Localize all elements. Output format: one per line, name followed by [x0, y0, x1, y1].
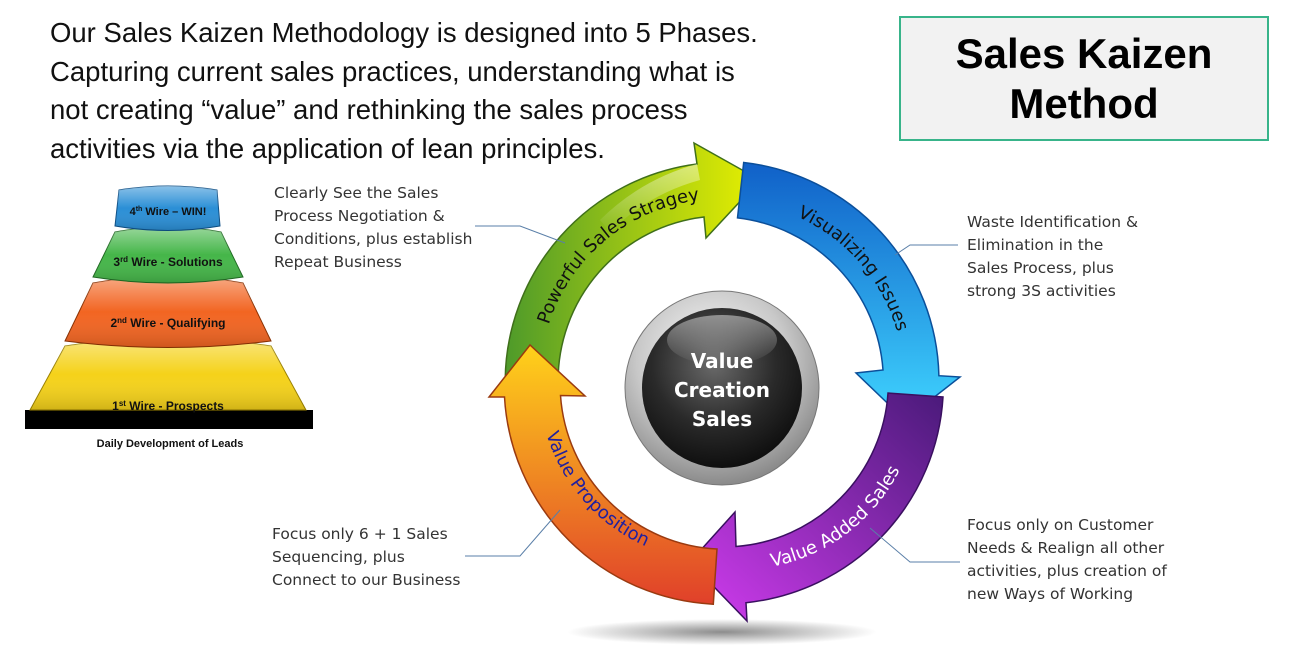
title-line: Sales Kaizen: [955, 29, 1213, 77]
intro-line: Our Sales Kaizen Methodology is designed…: [50, 17, 758, 48]
intro-line: Capturing current sales practices, under…: [50, 55, 735, 87]
title-box: Sales Kaizen Method: [899, 16, 1269, 141]
note-bottom-left: Focus only 6 + 1 Sales Sequencing, plus …: [272, 523, 460, 592]
funnel-tier-1-label: 1st Wire - Prospects: [112, 399, 224, 413]
note-line: Sequencing, plus: [272, 548, 405, 566]
leader-line-top-right: [894, 244, 958, 256]
note-line: activities, plus creation of: [967, 562, 1167, 580]
note-top-left: Clearly See the Sales Process Negotiatio…: [274, 182, 472, 274]
intro-text: Our Sales Kaizen Methodology is designed…: [50, 14, 900, 168]
funnel-tier-3-shine: [93, 227, 243, 283]
note-top-right: Waste Identification & Elimination in th…: [967, 211, 1138, 303]
hub-text-line: Sales: [692, 407, 752, 431]
note-line: Needs & Realign all other: [967, 539, 1165, 557]
note-line: Process Negotiation &: [274, 207, 445, 225]
hub-text-line: Creation: [674, 378, 770, 402]
leader-line-top-left: [475, 225, 566, 244]
phase-arrow-visualizing-issues: [736, 161, 963, 421]
hub-shine: [667, 315, 777, 365]
note-line: strong 3S activities: [967, 282, 1116, 300]
note-line: Clearly See the Sales: [274, 184, 439, 202]
funnel-tier-4-label: 4th Wire – WIN!: [130, 206, 207, 218]
phase-cycle: [487, 141, 963, 623]
intro-line: not creating “value” and rethinking the …: [50, 94, 688, 125]
phase-arrow-value-added-sales: [688, 392, 944, 623]
note-bottom-right: Focus only on Customer Needs & Realign a…: [967, 514, 1167, 606]
leads-funnel: 4th Wire – WIN! 3rd Wire - Solutions 2nd…: [25, 185, 313, 450]
funnel-tier-3-label: 3rd Wire - Solutions: [113, 255, 223, 269]
funnel-base: [25, 410, 313, 429]
intro-line: activities via the application of lean p…: [50, 132, 605, 164]
hub-text-line: Value: [691, 349, 754, 373]
note-line: Waste Identification &: [967, 213, 1139, 231]
funnel-tier-1-shine: [30, 338, 306, 410]
value-creation-hub: Value Creation Sales: [624, 290, 820, 486]
funnel-caption: Daily Development of Leads: [97, 438, 244, 450]
funnel-tier-2-label: 2nd Wire - Qualifying: [110, 316, 225, 330]
note-line: Repeat Business: [274, 253, 402, 271]
cycle-shadow: [567, 619, 877, 645]
phase-arrow-shine: [600, 164, 700, 232]
note-line: Conditions, plus establish: [274, 230, 473, 248]
note-line: Sales Process, plus: [967, 259, 1114, 277]
phase-arrow-value-proposition: [487, 343, 718, 605]
funnel-tier-2-shine: [65, 276, 271, 348]
note-line: new Ways of Working: [967, 585, 1134, 603]
title-line: Method: [1009, 79, 1159, 127]
funnel-tier-4-shine: [115, 186, 220, 231]
leader-line-bottom-right: [869, 527, 960, 563]
note-line: Connect to our Business: [272, 571, 461, 589]
phase-arrow-powerful-sales-stragey: [504, 141, 762, 384]
note-line: Elimination in the: [967, 236, 1104, 254]
note-line: Focus only 6 + 1 Sales: [272, 525, 448, 543]
note-line: Focus only on Customer: [967, 516, 1154, 534]
leader-line-bottom-left: [465, 509, 561, 557]
